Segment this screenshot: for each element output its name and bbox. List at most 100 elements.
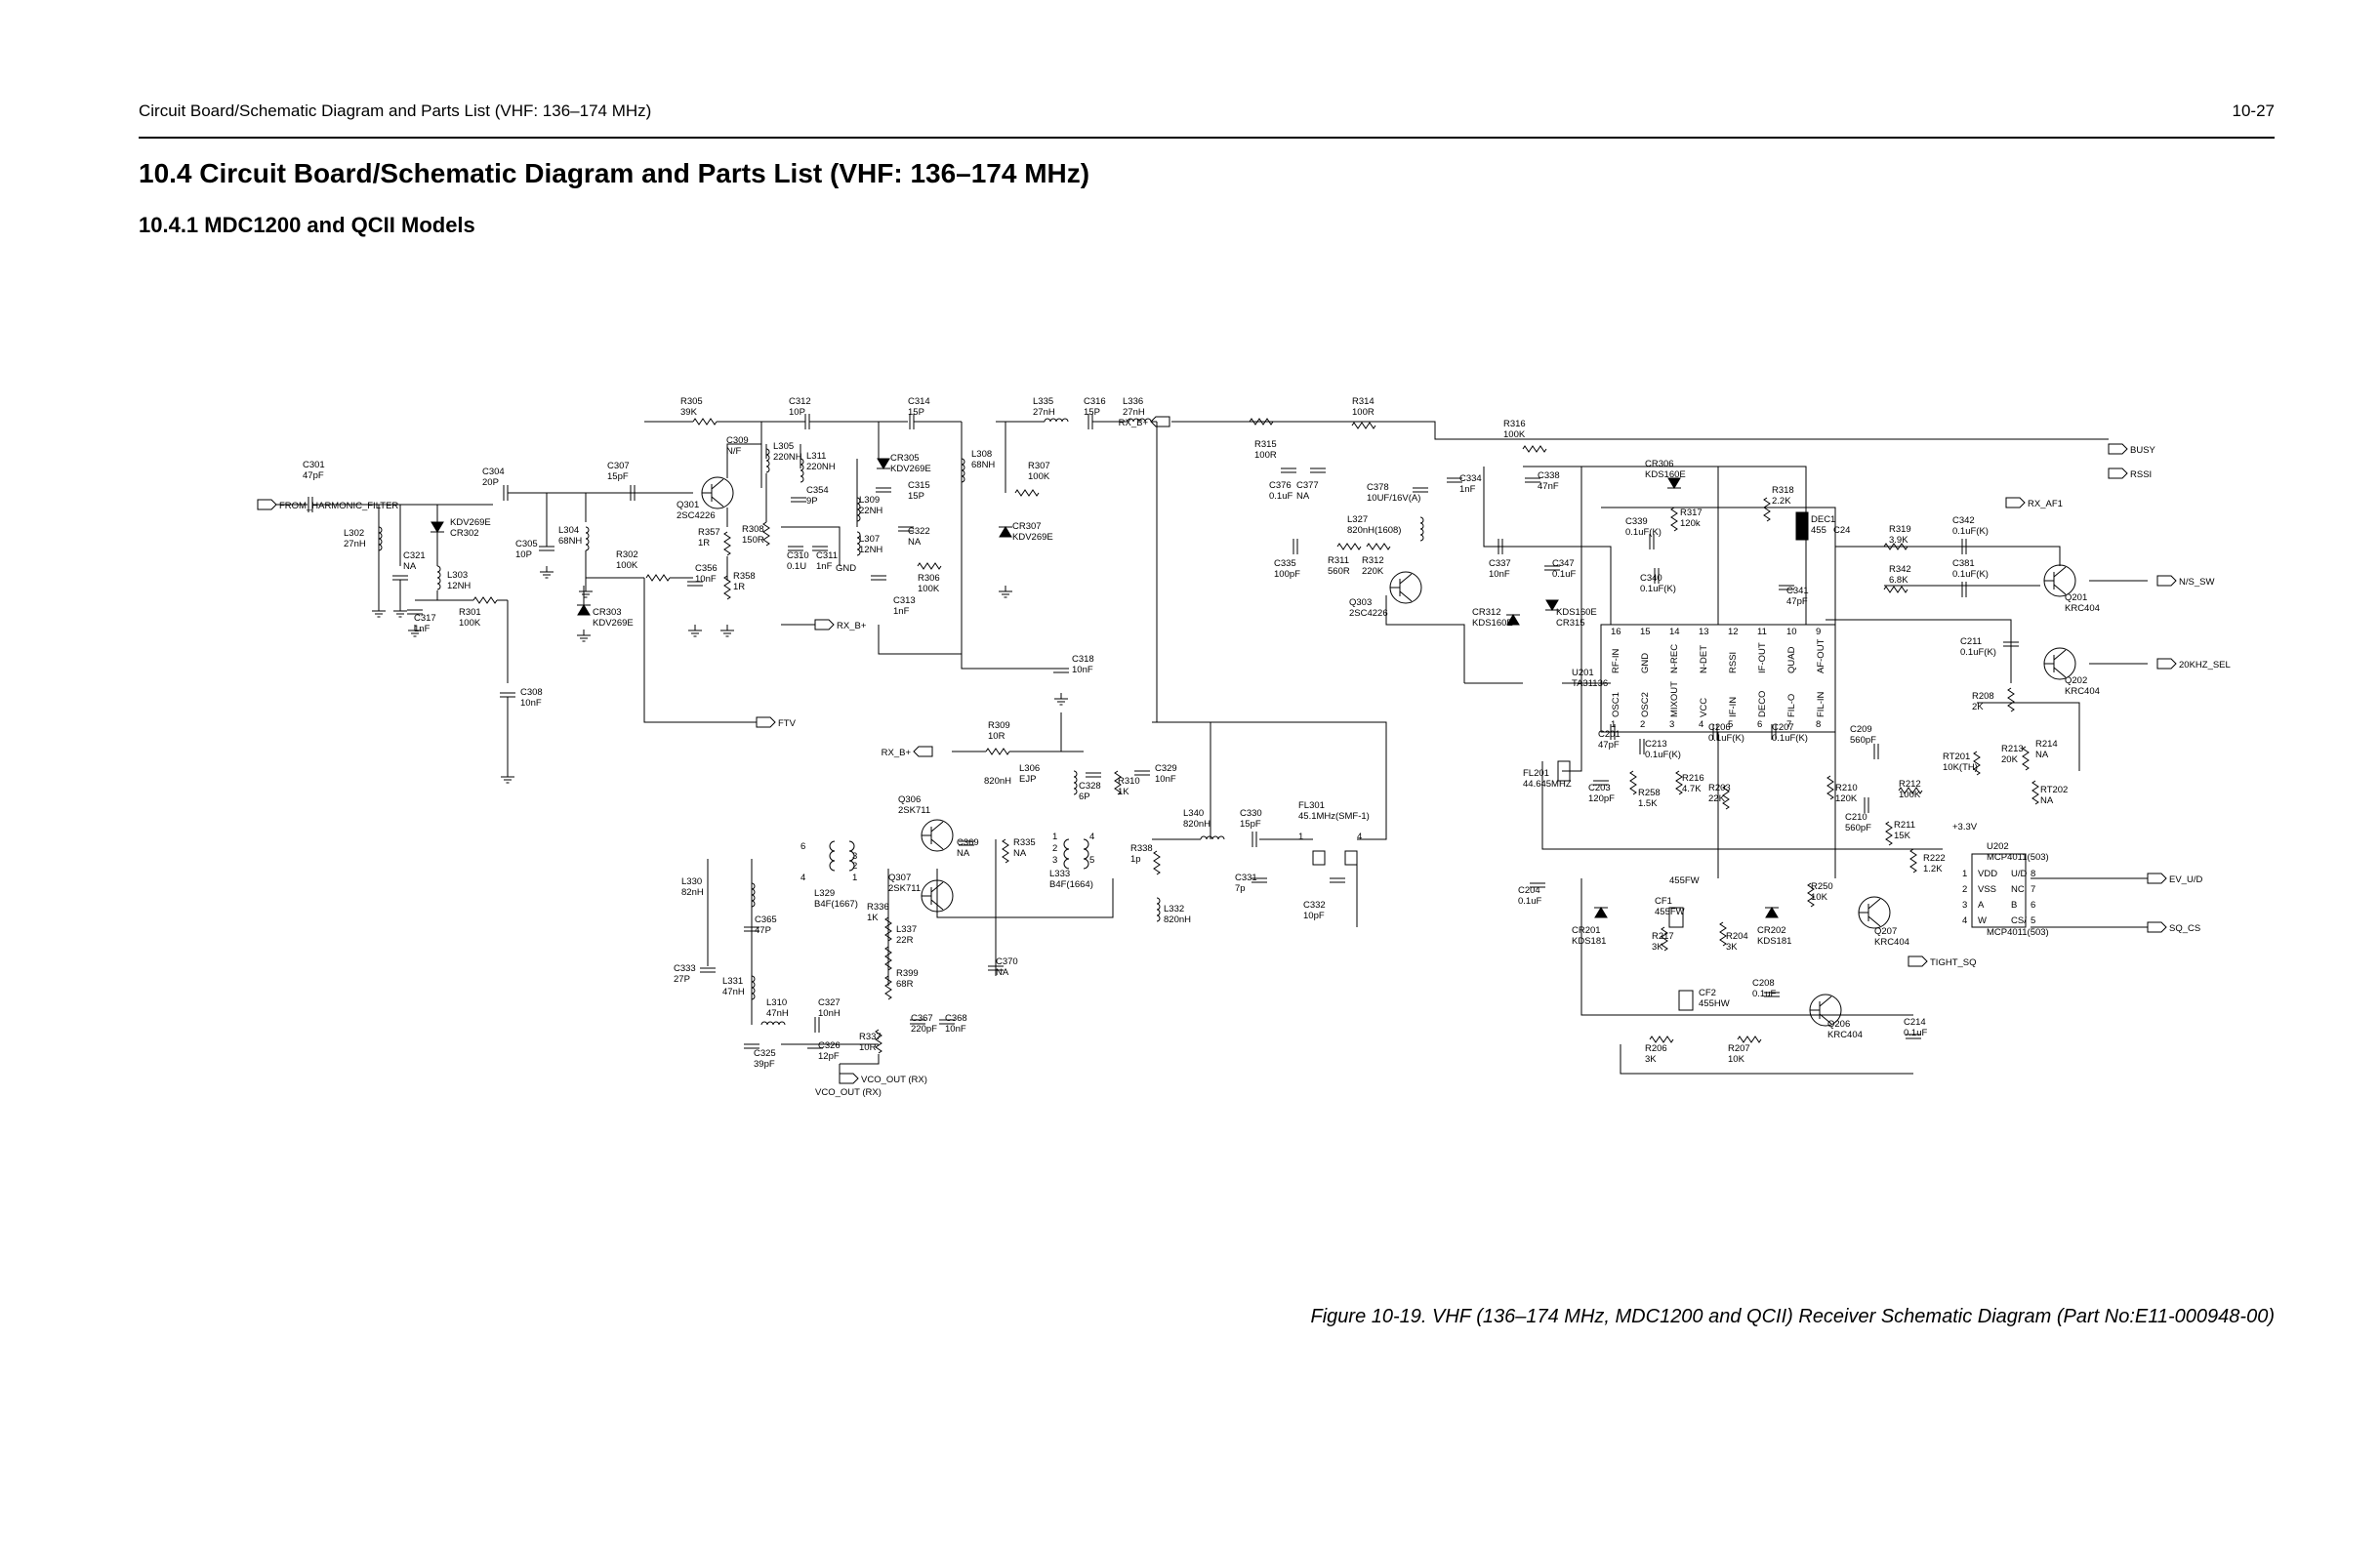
label-cr306: KDS160E	[1645, 469, 1686, 480]
transformer-l329	[829, 840, 855, 872]
label-l309: 22NH	[859, 506, 882, 516]
label-c370: NA	[996, 967, 1009, 978]
port-ftv	[756, 716, 776, 728]
label-fl201: FL201	[1523, 768, 1549, 779]
label-l331: L331	[722, 976, 743, 987]
label-r309: R309	[988, 720, 1010, 731]
label-cf2: CF2	[1699, 988, 1716, 998]
rect	[1312, 850, 1326, 866]
path	[2147, 873, 2167, 884]
ic-pin-number: 6	[1757, 719, 1762, 730]
label-c327: 10nH	[818, 1008, 841, 1019]
label-dec1: DEC1	[1811, 514, 1835, 525]
label-cr306: CR306	[1645, 459, 1674, 469]
label-l303: 12NH	[447, 581, 471, 591]
ic-pin-name: AF-OUT	[1816, 638, 1826, 673]
label-r314: 100R	[1352, 407, 1375, 418]
port-busy	[2108, 443, 2128, 455]
path	[999, 526, 1012, 538]
inductor-l336	[1127, 418, 1152, 423]
label-cr315: KDS160E	[1556, 607, 1597, 618]
label-r316: R316	[1503, 419, 1526, 429]
label-c201: C201	[1598, 729, 1621, 740]
ic-pin-number: 9	[1816, 627, 1821, 637]
transistor-q307	[921, 879, 954, 913]
capacitor-c203	[1593, 780, 1609, 786]
inductor-l331	[751, 975, 756, 1000]
label-c313: C313	[893, 595, 916, 606]
transistor-q202	[2043, 647, 2076, 680]
label-c376: 0.1uF	[1269, 491, 1293, 502]
label-c378: C378	[1367, 482, 1389, 493]
label-l331: 47nH	[722, 987, 745, 997]
label-c329: 10nF	[1155, 774, 1176, 785]
label-c314: C314	[908, 396, 930, 407]
transistor-q301	[701, 476, 734, 509]
label-c378: 10UF/16V(A)	[1367, 493, 1420, 504]
label-r309: 10R	[988, 731, 1005, 742]
wire	[1541, 761, 1943, 850]
label-cr305: CR305	[890, 453, 920, 464]
label-c330: 15pF	[1240, 819, 1261, 830]
ic-pin-name: B	[2011, 900, 2017, 911]
label-c329: C329	[1155, 763, 1177, 774]
label-r214: NA	[2035, 750, 2049, 760]
ic-pin-name: GND	[1640, 653, 1651, 673]
ic-pin-number: 3	[1669, 719, 1674, 730]
label-cf1: CF1	[1655, 896, 1672, 907]
resistor-r319	[1883, 543, 1908, 550]
label-l304: L304	[558, 525, 579, 536]
label-c309: N/F	[726, 446, 742, 457]
ic-pin-name: RSSI	[1728, 652, 1739, 673]
label-c206: 0.1uF(K)	[1708, 733, 1744, 744]
label-c354: 9P	[806, 496, 818, 507]
label-c365: C365	[755, 914, 777, 925]
label-c356: C356	[695, 563, 718, 574]
label-l340: 820nH	[1183, 819, 1211, 830]
diode-cr312	[1506, 614, 1520, 626]
label-l327: 820nH(1608)	[1347, 525, 1401, 536]
resistor-r318	[1763, 497, 1771, 522]
resistor-r208	[2007, 687, 2015, 712]
label-cr307: CR307	[1012, 521, 1042, 532]
capacitor-c312	[804, 414, 810, 429]
ground-symbol	[1054, 693, 1068, 706]
section-title: 10.4 Circuit Board/Schematic Diagram and…	[139, 158, 1090, 188]
ground-symbol	[393, 605, 407, 618]
path	[2108, 443, 2128, 455]
wire	[1977, 702, 2080, 771]
capacitor-c325	[744, 1043, 759, 1049]
capacitor-c314	[909, 414, 915, 429]
label-r399: R399	[896, 968, 919, 979]
path	[577, 604, 591, 616]
label-cr307: KDV269E	[1012, 532, 1053, 543]
port-label-rx_b2: RX_B+	[1119, 418, 1149, 428]
wire	[1523, 466, 1807, 625]
label-cr302: CR302	[450, 528, 479, 539]
transformer-pin: 3	[852, 851, 857, 862]
port-vco_out	[839, 1073, 859, 1084]
label-r302: 100K	[616, 560, 638, 571]
capacitor-c327	[814, 1017, 820, 1033]
resistor-r337	[875, 1029, 882, 1054]
label-r222: 1.2K	[1923, 864, 1943, 874]
label-c369: C369	[957, 837, 979, 848]
label-fl201: 44.645MHZ	[1523, 779, 1572, 790]
label-l302: L302	[344, 528, 364, 539]
label-u202: U202	[1987, 841, 2009, 852]
label-l340: L340	[1183, 808, 1204, 819]
label-c331: 7p	[1235, 883, 1246, 894]
ground-symbol	[999, 586, 1012, 598]
ic-pin-name: RF-IN	[1611, 649, 1621, 673]
wire	[1152, 422, 1158, 723]
label-u202: MCP4011(503)	[1987, 852, 2049, 863]
label-c340: C340	[1640, 573, 1662, 584]
resistor-r314	[1351, 422, 1376, 429]
u202-part-number: MCP4011(503)	[1987, 927, 2049, 938]
label-r213: 20K	[2001, 754, 2019, 765]
label-r335: NA	[1013, 848, 1027, 859]
capacitor-c315	[876, 487, 891, 493]
label-r342: 6.8K	[1889, 575, 1908, 586]
label-c325: 39pF	[754, 1059, 775, 1070]
label-cr302: KDV269E	[450, 517, 491, 528]
